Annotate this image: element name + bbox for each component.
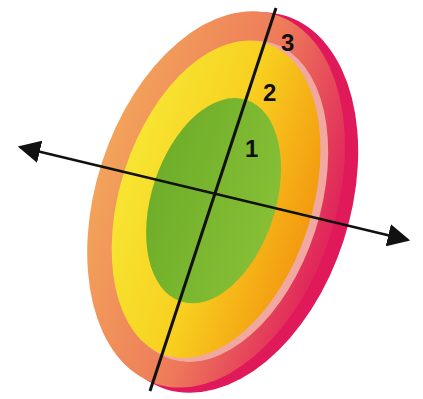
outer-layer <box>42 0 390 399</box>
callout-number: 1 <box>245 137 258 161</box>
callout-number: 3 <box>281 31 294 55</box>
callout-number: 2 <box>263 81 276 105</box>
axis-line <box>150 8 276 391</box>
double-arrow <box>20 147 408 240</box>
ellipse-layers <box>41 0 404 399</box>
middle-layer <box>74 14 358 385</box>
